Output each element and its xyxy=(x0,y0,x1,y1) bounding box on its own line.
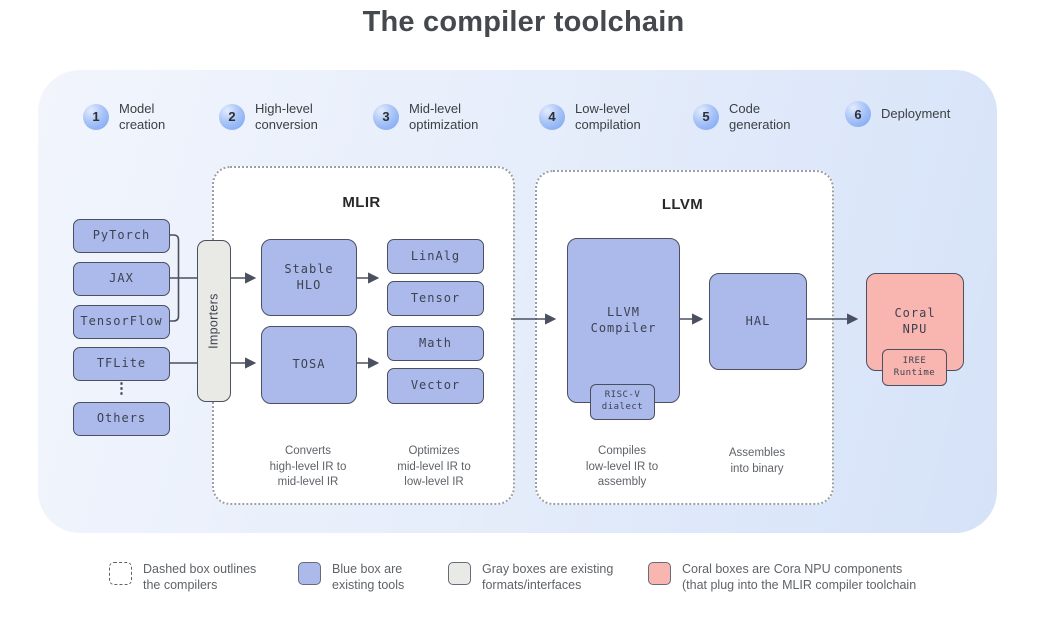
llvm-title: LLVM xyxy=(661,196,704,213)
riscv-dialect-box: RISC-V dialect xyxy=(590,384,655,420)
tensor-box: Tensor xyxy=(387,281,484,316)
step-4-badge: 4 xyxy=(539,103,565,130)
step-3-label: Mid-level optimization xyxy=(409,101,479,132)
step-5-code-generation: 5 Code generation xyxy=(693,101,790,132)
step-1-label: Model creation xyxy=(119,101,166,132)
math-box: Math xyxy=(387,326,484,361)
toolchain-background-panel xyxy=(38,70,997,533)
step-6-deployment: 6 Deployment xyxy=(845,101,950,127)
others-box: Others xyxy=(73,402,170,436)
legend-blue-box: Blue box are existing tools xyxy=(298,561,404,594)
more-sources-ellipsis: ⋮ xyxy=(114,379,129,397)
blue-swatch-icon xyxy=(298,562,321,585)
legend-dashed-box: Dashed box outlines the compilers xyxy=(109,561,256,594)
legend-gray-box: Gray boxes are existing formats/interfac… xyxy=(448,561,613,594)
legend-coral-box: Coral boxes are Cora NPU components (tha… xyxy=(648,561,916,594)
mlir-caption-optimizes: Optimizes mid-level IR to low-level IR xyxy=(397,445,471,489)
tensorflow-box: TensorFlow xyxy=(73,305,170,339)
legend-gray-text: Gray boxes are existing formats/interfac… xyxy=(482,562,614,593)
legend-coral-text: Coral boxes are Cora NPU components (tha… xyxy=(682,562,917,593)
page-title: The compiler toolchain xyxy=(362,6,685,38)
step-5-label: Code generation xyxy=(729,101,791,132)
mlir-title: MLIR xyxy=(342,194,381,211)
step-1-model-creation: 1 Model creation xyxy=(83,101,165,132)
step-6-label: Deployment xyxy=(881,106,951,122)
importers-box: Importers xyxy=(197,240,231,402)
step-4-low-level-compilation: 4 Low-level compilation xyxy=(539,101,641,132)
step-1-badge: 1 xyxy=(83,103,109,130)
step-2-label: High-level conversion xyxy=(255,101,318,132)
tosa-box: TOSA xyxy=(261,326,357,404)
step-2-badge: 2 xyxy=(219,103,245,130)
gray-swatch-icon xyxy=(448,562,471,585)
tflite-box: TFLite xyxy=(73,347,170,381)
step-2-high-level-conversion: 2 High-level conversion xyxy=(219,101,318,132)
step-5-badge: 5 xyxy=(693,103,719,130)
jax-box: JAX xyxy=(73,262,170,296)
pytorch-box: PyTorch xyxy=(73,219,170,253)
step-4-label: Low-level compilation xyxy=(575,101,641,132)
llvm-caption-assembles: Assembles into binary xyxy=(728,447,786,475)
llvm-caption-compiles: Compiles low-level IR to assembly xyxy=(585,445,659,489)
importers-label: Importers xyxy=(206,293,221,349)
llvm-compiler-box: LLVM Compiler xyxy=(567,238,680,403)
step-3-mid-level-optimization: 3 Mid-level optimization xyxy=(373,101,478,132)
stable-hlo-box: Stable HLO xyxy=(261,239,357,316)
legend-dashed-text: Dashed box outlines the compilers xyxy=(143,562,257,593)
coral-swatch-icon xyxy=(648,562,671,585)
linalg-box: LinAlg xyxy=(387,239,484,274)
legend-blue-text: Blue box are existing tools xyxy=(332,562,405,593)
iree-runtime-box: IREE Runtime xyxy=(882,349,947,386)
dashed-swatch-icon xyxy=(109,562,132,585)
step-3-badge: 3 xyxy=(373,103,399,130)
hal-box: HAL xyxy=(709,273,807,370)
vector-box: Vector xyxy=(387,368,484,404)
step-6-badge: 6 xyxy=(845,101,871,127)
mlir-caption-converts: Converts high-level IR to mid-level IR xyxy=(269,445,347,489)
